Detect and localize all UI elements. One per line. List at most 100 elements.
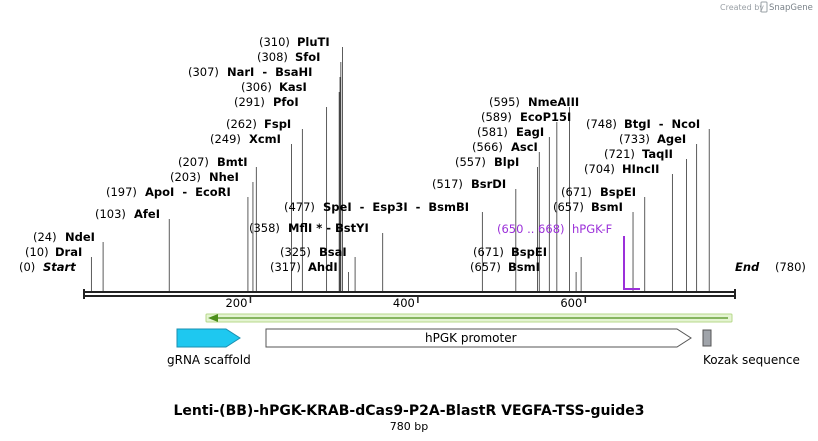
site-label-fspi[interactable]: (262) FspI xyxy=(226,117,291,131)
svg-text:BsrDI: BsrDI xyxy=(471,177,506,191)
svg-text:(517): (517) xyxy=(432,177,463,191)
site-label-btgi-ncoi[interactable]: (748)BtgI - NcoI xyxy=(586,117,700,131)
site-label-apoi-ecori[interactable]: (197) ApoI - EcoRI xyxy=(106,185,231,199)
strand-arrowhead-icon xyxy=(208,314,218,322)
svg-text:(557): (557) xyxy=(455,155,486,169)
site-label-bsrdi[interactable]: (517) BsrDI xyxy=(432,177,506,191)
primer-hpgk-f[interactable]: (650 .. 668) hPGK-F xyxy=(497,222,640,290)
site-label-agei[interactable]: (733)AgeI xyxy=(619,132,686,146)
svg-text:(10): (10) xyxy=(25,245,49,259)
svg-text:PluTI: PluTI xyxy=(297,35,330,49)
feature-grna-scaffold[interactable]: gRNA scaffold xyxy=(167,328,251,367)
tick-label: 400 xyxy=(393,296,415,310)
svg-text:BlpI: BlpI xyxy=(494,155,519,169)
backbone xyxy=(83,289,736,299)
svg-text:NdeI: NdeI xyxy=(65,230,95,244)
site-label-nari-bsahi[interactable]: (307)NarI - BsaHI xyxy=(188,65,312,79)
primer-range: (650 .. 668) xyxy=(497,222,565,236)
svg-text:(317): (317) xyxy=(270,260,301,274)
site-label-ahdi[interactable]: (317)AhdI xyxy=(270,260,338,274)
feature-label-grna-scaffold: gRNA scaffold xyxy=(167,353,251,367)
tick-label: 200 xyxy=(225,296,247,310)
site-label-drai[interactable]: (10) DraI xyxy=(25,245,82,259)
site-label-blpi[interactable]: (581) EagI xyxy=(477,125,544,139)
feature-label-hpgk-promoter: hPGK promoter xyxy=(425,331,517,345)
svg-text:(721): (721) xyxy=(604,147,635,161)
svg-text:(262): (262) xyxy=(226,117,257,131)
site-label-btgzi[interactable]: (566)AscI xyxy=(472,140,538,154)
end-label: End xyxy=(735,260,760,274)
svg-text:(581): (581) xyxy=(477,125,508,139)
end-position: (780) xyxy=(775,260,806,274)
svg-text:(657): (657) xyxy=(553,200,584,214)
svg-text:(306): (306) xyxy=(241,80,272,94)
svg-text:AfeI: AfeI xyxy=(134,207,160,221)
svg-text:(24): (24) xyxy=(33,230,57,244)
feature-kozak-sequence[interactable]: Kozak sequence xyxy=(702,329,800,367)
svg-text:HIncII: HIncII xyxy=(622,162,659,176)
site-label-pfoi[interactable]: (291)PfoI xyxy=(234,95,299,109)
svg-text:NheI: NheI xyxy=(209,170,239,184)
svg-text:MflI * - BstYI: MflI * - BstYI xyxy=(288,221,369,235)
svg-text:DraI: DraI xyxy=(55,245,82,259)
svg-text:NmeAIII: NmeAIII xyxy=(528,95,579,109)
svg-text:NarI - BsaHI: NarI - BsaHI xyxy=(227,65,312,79)
site-label-bsai[interactable]: (325)BsaI xyxy=(280,245,347,259)
svg-text:(310): (310) xyxy=(259,35,290,49)
site-label-asci[interactable]: (589)EcoP15I xyxy=(481,110,571,124)
svg-text:(358): (358) xyxy=(249,221,280,235)
site-label-ndei[interactable]: (24) NdeI xyxy=(33,230,95,244)
site-label-afei[interactable]: (103) AfeI xyxy=(95,207,160,221)
svg-text:(671): (671) xyxy=(561,185,592,199)
site-label-sfoi[interactable]: (308) SfoI xyxy=(257,50,320,64)
start-label: Start xyxy=(43,260,76,274)
site-label-ecop15i[interactable]: (657) BsmI xyxy=(470,260,540,274)
svg-text:(657): (657) xyxy=(470,260,501,274)
svg-text:BsmI: BsmI xyxy=(591,200,623,214)
svg-text:SfoI: SfoI xyxy=(295,50,320,64)
snapgene-logo-icon xyxy=(760,1,768,13)
feature-label-kozak-sequence: Kozak sequence xyxy=(703,353,800,367)
svg-text:FspI: FspI xyxy=(264,117,291,131)
svg-text:(103): (103) xyxy=(95,207,126,221)
svg-text:BspEI: BspEI xyxy=(511,245,547,259)
svg-text:BsmI: BsmI xyxy=(508,260,540,274)
svg-text:(249): (249) xyxy=(210,132,241,146)
site-label-eagi[interactable]: (595) NmeAIII xyxy=(489,95,579,109)
map-subtitle: 780 bp xyxy=(390,420,428,433)
start-position: (0) xyxy=(19,260,35,274)
site-label-mfli-bstyi[interactable]: (358) MflI * - BstYI xyxy=(249,221,369,235)
svg-text:(595): (595) xyxy=(489,95,520,109)
svg-text:ApoI - EcoRI: ApoI - EcoRI xyxy=(145,185,231,199)
svg-text:(308): (308) xyxy=(257,50,288,64)
svg-text:AgeI: AgeI xyxy=(657,132,686,146)
svg-text:(748): (748) xyxy=(586,117,617,131)
site-labels: (310) PluTI (308) SfoI (307)NarI - BsaHI (… xyxy=(25,35,700,274)
site-lines xyxy=(90,47,710,291)
site-label-xcmi[interactable]: (249)XcmI xyxy=(210,132,281,146)
svg-text:(291): (291) xyxy=(234,95,265,109)
svg-text:(589): (589) xyxy=(481,110,512,124)
site-label-bsmi[interactable]: (657) BsmI xyxy=(553,200,623,214)
svg-text:TaqII: TaqII xyxy=(642,147,673,161)
primer-name: hPGK-F xyxy=(572,222,612,236)
site-label-nmeaiii[interactable]: (671)BspEI xyxy=(473,245,547,259)
site-label-pluti[interactable]: (310) PluTI xyxy=(259,35,330,49)
svg-text:BsaI: BsaI xyxy=(319,245,347,259)
site-label-msci[interactable]: (557) BlpI xyxy=(455,155,519,169)
svg-text:(704): (704) xyxy=(584,162,615,176)
site-label-bspei[interactable]: (671) BspEI xyxy=(561,185,636,199)
svg-text:EagI: EagI xyxy=(516,125,544,139)
site-label-hincii[interactable]: (704) HIncII xyxy=(584,162,659,176)
site-label-kasi[interactable]: (306)KasI xyxy=(241,80,307,94)
svg-text:BspEI: BspEI xyxy=(600,185,636,199)
site-label-spei-esp3i-bsmbi[interactable]: (477)SpeI - Esp3I - BsmBI xyxy=(284,200,469,214)
site-label-nhei[interactable]: (203)NheI xyxy=(170,170,239,184)
site-label-taqii[interactable]: (721) TaqII xyxy=(604,147,673,161)
feature-hpgk-promoter[interactable]: hPGK promoter xyxy=(265,328,692,348)
primer-arrow-icon xyxy=(623,236,640,290)
svg-text:(197): (197) xyxy=(106,185,137,199)
site-label-bmti[interactable]: (207)BmtI xyxy=(178,155,248,169)
